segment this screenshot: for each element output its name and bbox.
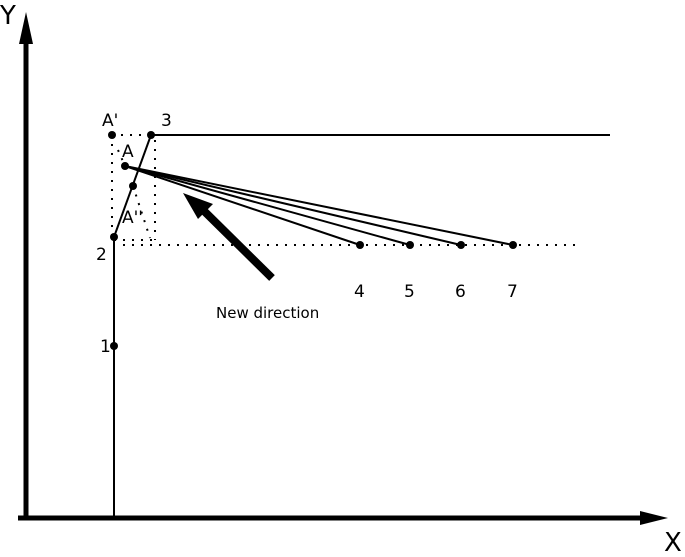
x-axis-arrow-icon (640, 511, 668, 525)
points (108, 131, 517, 350)
point-7 (509, 241, 517, 249)
rays-from-A (124, 165, 514, 246)
point-A-prime (108, 131, 116, 139)
label-5: 5 (404, 282, 415, 302)
point-2 (110, 233, 118, 241)
label-A: A (122, 142, 134, 162)
label-2: 2 (96, 245, 107, 265)
point-A (121, 162, 129, 170)
label-6: 6 (455, 282, 466, 302)
new-direction-arrow-icon (183, 193, 213, 219)
point-3 (147, 131, 155, 139)
new-direction-caption: New direction (216, 304, 319, 322)
label-3: 3 (161, 111, 172, 131)
point-5 (406, 241, 414, 249)
label-4: 4 (354, 282, 365, 302)
label-1: 1 (100, 337, 111, 357)
label-A-prime: A' (102, 111, 118, 131)
point-1 (110, 342, 118, 350)
label-A-double-prime: A'' (122, 208, 143, 228)
point-A-double-prime (129, 182, 137, 190)
point-6 (457, 241, 465, 249)
dotted-construction-lines (111, 134, 580, 246)
point-4 (356, 241, 364, 249)
x-axis-label: X (664, 528, 682, 557)
y-axis-arrow-icon (19, 12, 33, 44)
label-7: 7 (507, 282, 518, 302)
new-direction-arrow-shaft (197, 204, 275, 281)
y-axis-label: Y (0, 1, 16, 31)
